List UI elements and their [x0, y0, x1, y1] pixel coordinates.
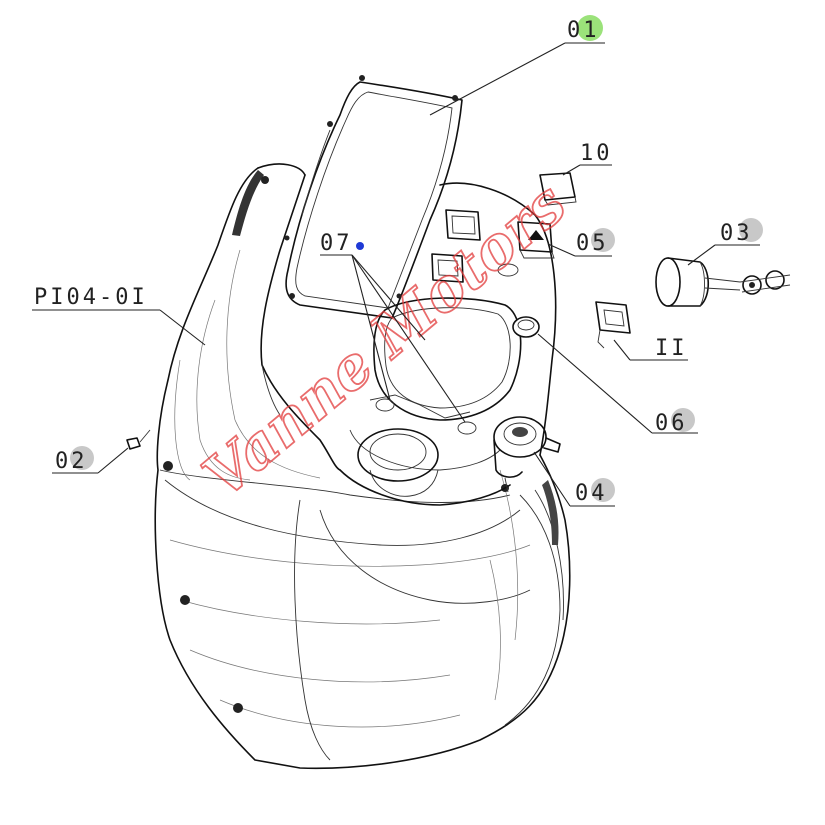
- svg-text:07: 07: [320, 231, 353, 256]
- part-02-nut: [126, 429, 151, 450]
- callout-p104: PI04-0I: [34, 285, 148, 310]
- svg-text:10: 10: [580, 141, 613, 166]
- svg-text:02: 02: [55, 449, 88, 474]
- part-04-knob: [493, 416, 561, 493]
- svg-text:06: 06: [655, 411, 688, 436]
- console-switches: [431, 209, 519, 283]
- leader-lines: [32, 42, 760, 507]
- part-11-switch: [595, 301, 631, 349]
- marker-dot: [356, 242, 364, 250]
- callout-05: 05: [576, 228, 615, 256]
- callout-04: 04: [575, 478, 615, 506]
- callout-10: 10: [580, 141, 613, 166]
- part-10-switch-cap: [539, 172, 577, 206]
- callout-06: 06: [655, 408, 695, 436]
- front-shield-body: [154, 163, 571, 770]
- part-06-cap: [512, 316, 540, 338]
- svg-text:01: 01: [567, 18, 600, 43]
- callout-01: 01: [567, 15, 603, 43]
- svg-text:05: 05: [576, 231, 609, 256]
- svg-text:04: 04: [575, 481, 608, 506]
- callout-03: 03: [720, 218, 763, 246]
- callout-11: II: [655, 336, 688, 361]
- part-03-ignition-lock: [655, 257, 791, 307]
- svg-text:PI04-0I: PI04-0I: [34, 285, 148, 310]
- callout-07: 07: [320, 231, 364, 256]
- svg-text:03: 03: [720, 221, 753, 246]
- callout-02: 02: [55, 446, 94, 474]
- part-05-hazard-switch: [517, 221, 555, 259]
- svg-text:II: II: [655, 336, 688, 361]
- dash-console: [260, 174, 522, 506]
